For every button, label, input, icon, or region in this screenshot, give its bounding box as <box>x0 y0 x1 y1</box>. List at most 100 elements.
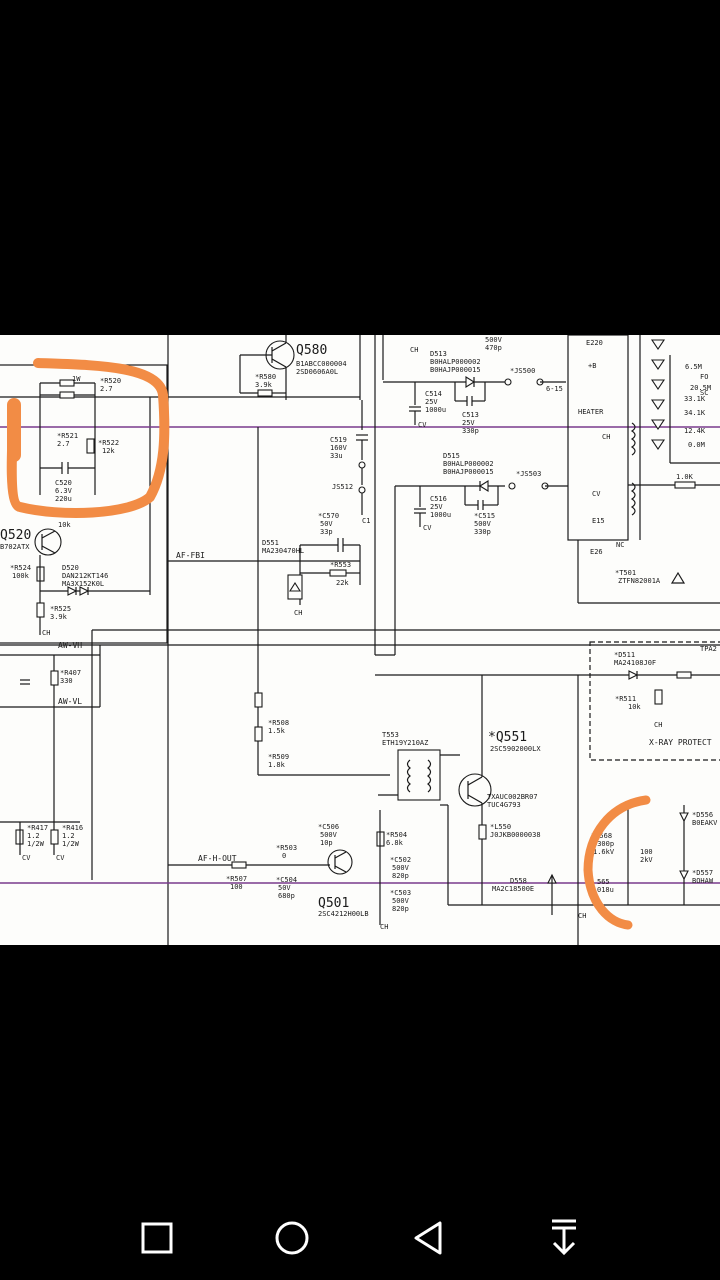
c520-v1: 6.3V <box>55 487 73 495</box>
r509-value: 1.8k <box>268 761 286 769</box>
c502-v1: 500V <box>392 864 410 872</box>
d513-label: D513 <box>430 350 447 358</box>
home-button[interactable] <box>262 1215 322 1261</box>
t553-part: ETH19Y210AZ <box>382 739 428 747</box>
q580-part-1: B1ABCC000004 <box>296 360 347 368</box>
q551-label: *Q551 <box>488 730 527 745</box>
d556-part: B0EAKV <box>692 819 718 827</box>
d557-label: *D557 <box>692 869 713 877</box>
d520-label: D520 <box>62 564 79 572</box>
c519-v1: 160V <box>330 444 348 452</box>
r520-label: *R520 <box>100 377 121 385</box>
r553-label: *R553 <box>330 561 351 569</box>
c570-v2: 33p <box>320 528 333 536</box>
middle-bottom-block: *R508 1.5k *R509 1.8k T553 ETH19Y210AZ *… <box>168 675 541 931</box>
r507-value: 100 <box>230 883 243 891</box>
r417-v2: 1/2W <box>27 840 45 848</box>
r504-label: *R504 <box>386 831 407 839</box>
c519-v2: 33u <box>330 452 343 460</box>
r524-label: *R524 <box>10 564 31 572</box>
r417-label: *R417 <box>27 824 48 832</box>
c504-v1: 50V <box>278 884 291 892</box>
fo-label: FO <box>700 373 708 381</box>
v500-label: 500V <box>485 336 503 344</box>
c504-label: *C504 <box>276 876 297 884</box>
aw-vh-label: AW-VH <box>58 641 82 650</box>
ch-ground-2: CH <box>294 609 302 617</box>
c568-label: *C568 <box>591 832 612 840</box>
notification-pulldown-button[interactable] <box>534 1215 594 1261</box>
d558-label: D558 <box>510 877 527 885</box>
r508-value: 1.5k <box>268 727 286 735</box>
ch-ground-3: CH <box>410 346 418 354</box>
annotation-circle-left <box>6 358 170 518</box>
d551-part: MA230470HL <box>262 547 304 555</box>
cv-1: CV <box>418 421 427 429</box>
c520-label: C520 <box>55 479 72 487</box>
r503-label: *R503 <box>276 844 297 852</box>
plus-b-label: +B <box>588 362 596 370</box>
r520-value: 2.7 <box>100 385 113 393</box>
af-fbi-label: AF-FBI <box>176 551 205 560</box>
r553-value: 22k <box>336 579 349 587</box>
r407-value: 330 <box>60 677 73 685</box>
q551-part: 2SC5902000LX <box>490 745 541 753</box>
right-bottom-block: *D511 MA24108J0F TPA2 *R511 10k CH X-RAY… <box>375 641 720 945</box>
l550-label: *L550 <box>490 823 511 831</box>
e220-label: E220 <box>586 339 603 347</box>
r-10k: 10k <box>58 521 71 529</box>
r580-label: *R580 <box>255 373 276 381</box>
c520-v2: 220u <box>55 495 72 503</box>
l550-part: J0JKB0000038 <box>490 831 541 839</box>
fbt-diode-ladder <box>650 339 720 464</box>
js500-pin: 6-15 <box>546 385 563 393</box>
q501-transistor <box>327 849 353 875</box>
c503-label: *C503 <box>390 889 411 897</box>
t553-transformer <box>397 749 441 801</box>
c519-label: C519 <box>330 436 347 444</box>
recent-apps-button[interactable] <box>126 1215 186 1261</box>
r511-value: 10k <box>628 703 641 711</box>
c568-v2: 1.6kV <box>593 848 615 856</box>
q501-part: 2SC4212H00LB <box>318 910 369 918</box>
c503-v2: 820p <box>392 905 409 913</box>
r407-label: *R407 <box>60 669 81 677</box>
d513-part-2: B0HAJP000015 <box>430 366 481 374</box>
r522-value: 12k <box>102 447 115 455</box>
system-navigation-bar <box>0 1195 720 1280</box>
d557-part: BOHAW <box>692 877 714 885</box>
r521-value: 2.7 <box>57 440 70 448</box>
annotation-circle-right <box>583 795 651 930</box>
r504-value: 6.8k <box>386 839 404 847</box>
d551-label: D551 <box>262 539 279 547</box>
c514-v2: 1000u <box>425 406 446 414</box>
cv-2: CV <box>423 524 432 532</box>
js503-label: *JS503 <box>516 470 541 478</box>
warning-icon <box>670 571 686 584</box>
d558-part: MA2C18500E <box>492 885 534 893</box>
r525-value: 3.9k <box>50 613 68 621</box>
r520-unit: 1W <box>72 375 81 383</box>
tuc-label: TUC4G793 <box>487 801 521 809</box>
c514-label: C514 <box>425 390 442 398</box>
c516-v1: 25V <box>430 503 443 511</box>
d556-label: *D556 <box>692 811 713 819</box>
r580-value: 3.9k <box>255 381 273 389</box>
q520-label: Q520 <box>0 528 31 543</box>
js512-label: JS512 <box>332 483 353 491</box>
r522-label: *R522 <box>98 439 119 447</box>
circle-icon <box>275 1221 309 1255</box>
q501-label: Q501 <box>318 896 349 911</box>
schematic-image: Q580 B1ABCC000004 2SD0606A0L *R580 3.9k … <box>0 334 720 945</box>
back-button[interactable] <box>398 1215 458 1261</box>
cv-5: CV <box>56 854 65 862</box>
sc-label: SC <box>700 389 708 397</box>
c515-v2: 330p <box>474 528 491 536</box>
d511-label: *D511 <box>614 651 635 659</box>
d511-part: MA24108J0F <box>614 659 656 667</box>
r509-label: *R509 <box>268 753 289 761</box>
c570-v1: 50V <box>320 520 333 528</box>
c503-v1: 500V <box>392 897 410 905</box>
r524-value: 100k <box>12 572 30 580</box>
heater-label: HEATER <box>578 408 604 416</box>
